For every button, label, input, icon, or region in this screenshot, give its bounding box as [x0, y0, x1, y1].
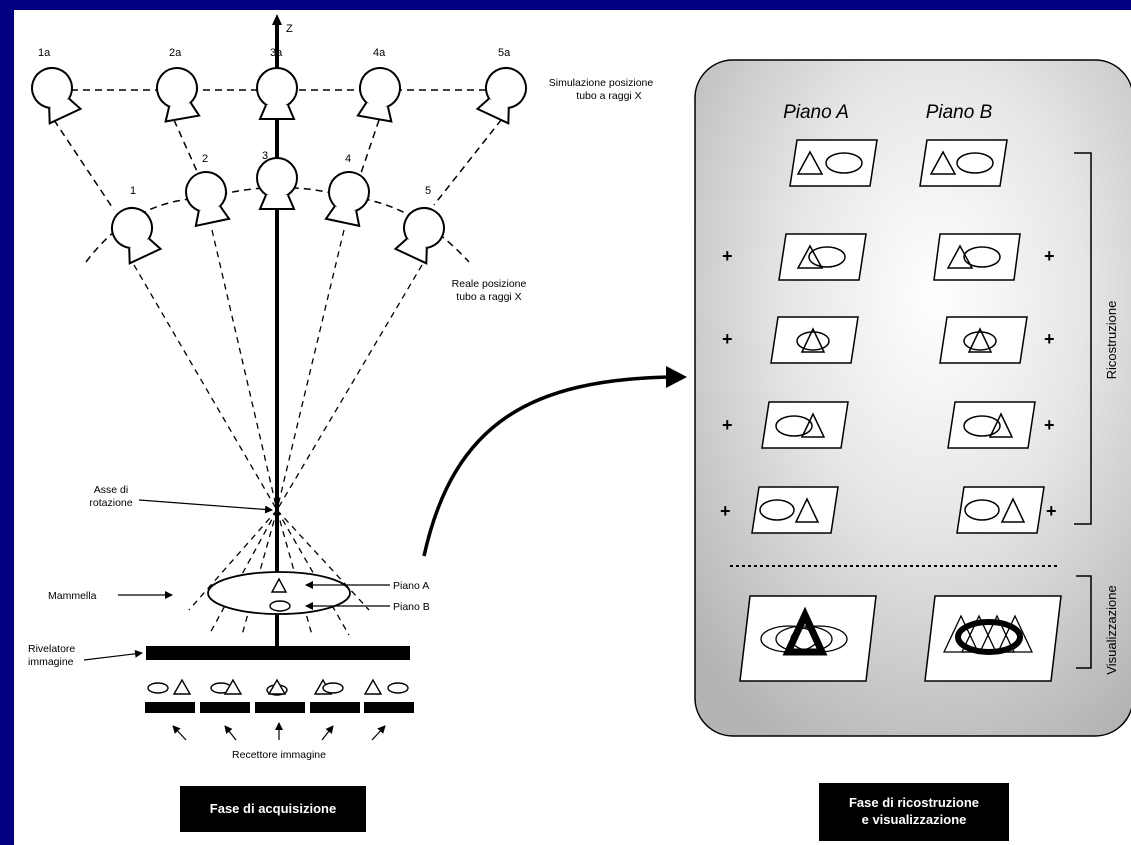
tube-label-5: 5: [425, 185, 431, 197]
real-position-line2: tubo a raggi X: [456, 291, 521, 303]
visualization-side-label: Visualizzazione: [1104, 585, 1119, 674]
z-axis-label: Z: [286, 23, 293, 35]
plane-b-label: Piano B: [393, 601, 430, 613]
breast-label: Mammella: [48, 590, 97, 602]
tube-5a: [473, 60, 534, 126]
tube-label-3a: 3a: [270, 47, 283, 59]
plus-left-4: +: [720, 501, 731, 521]
tube-3: [256, 157, 298, 210]
tube-2: [181, 167, 234, 228]
image-receptors: [145, 702, 414, 713]
visualization-plane-a: [739, 595, 877, 682]
plane-a-label: Piano A: [393, 580, 429, 592]
reconstruction-caption-line2: e visualizzazione: [862, 812, 967, 827]
simulated-tubes: [24, 60, 534, 126]
tube-label-2: 2: [202, 153, 208, 165]
tube-1: [104, 200, 165, 266]
rotation-axis-line2: rotazione: [89, 497, 132, 509]
col-title-piano-b: Piano B: [926, 102, 993, 123]
transition-arrow: [422, 375, 671, 557]
tube-3a: [256, 67, 298, 120]
plane-a-slices: [751, 139, 878, 534]
tube-label-2a: 2a: [169, 47, 182, 59]
receptor-label: Recettore immagine: [232, 749, 326, 761]
tube-4a: [353, 63, 405, 124]
tube-2a: [152, 63, 204, 124]
plane-b-slices: [919, 139, 1045, 534]
triangle-object: [270, 577, 288, 593]
reconstruction-caption-box: [819, 783, 1009, 841]
tube-label-5a: 5a: [498, 47, 511, 59]
tube-4: [321, 167, 374, 228]
detector-label-line2: immagine: [28, 656, 74, 668]
tube-1a: [24, 60, 85, 126]
simulated-position-line2: tubo a raggi X: [576, 90, 641, 102]
reconstruction-caption-line1: Fase di ricostruzione: [849, 795, 979, 810]
projection-images: [147, 678, 409, 696]
rotation-axis-line1: Asse di: [94, 484, 128, 496]
plus-left-1: +: [722, 246, 733, 266]
simulated-position-line1: Simulazione posizione: [549, 77, 654, 89]
image-detector: [146, 646, 410, 660]
plus-right-1: +: [1044, 246, 1055, 266]
ellipse-object: [269, 600, 291, 612]
plus-right-4: +: [1046, 501, 1057, 521]
tube-label-3: 3: [262, 150, 268, 162]
acquisition-caption-box: [180, 786, 366, 832]
acquisition-caption: Fase di acquisizione: [210, 801, 336, 816]
col-title-piano-a: Piano A: [783, 102, 849, 123]
visualization-bracket: [1076, 575, 1092, 669]
tube-label-4a: 4a: [373, 47, 386, 59]
tube-label-1: 1: [130, 185, 136, 197]
detector-label-line1: Rivelatore: [28, 643, 75, 655]
diagram-canvas: Z: [14, 10, 1131, 845]
tomosynthesis-diagram: Z: [24, 14, 1131, 841]
acquisition-section: Z: [24, 14, 654, 832]
visualization-plane-b: [924, 595, 1062, 682]
reconstruction-bracket: [1074, 152, 1092, 525]
plus-left-2: +: [722, 329, 733, 349]
tube-label-1a: 1a: [38, 47, 51, 59]
real-position-line1: Reale posizione: [452, 278, 527, 290]
reconstruction-side-label: Ricostruzione: [1104, 301, 1119, 380]
breast-ellipse: [207, 571, 351, 615]
plus-right-2: +: [1044, 329, 1055, 349]
tube-label-4: 4: [345, 153, 351, 165]
plus-left-3: +: [722, 415, 733, 435]
plus-right-3: +: [1044, 415, 1055, 435]
reconstruction-panel: Piano A Piano B: [694, 59, 1131, 841]
